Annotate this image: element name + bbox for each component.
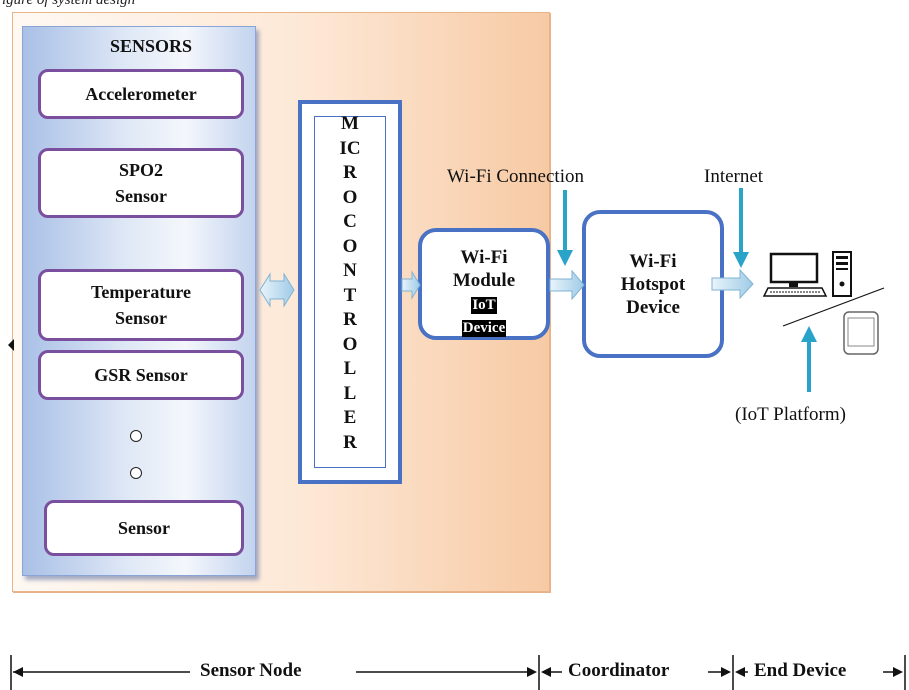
scale-sensor-node-label: Sensor Node — [196, 660, 306, 682]
sensor-label-line2: Sensor — [114, 308, 167, 328]
wifi-hotspot-box: Wi-Fi Hotspot Device — [582, 210, 724, 358]
iot-device-label: IoT Device — [422, 292, 546, 338]
iot-label-line2: Device — [461, 320, 507, 337]
scale-end-device-label: End Device — [752, 660, 849, 682]
wifi-module-line1: Wi-Fi — [460, 247, 508, 268]
hotspot-to-enddevice-arrow-icon — [711, 268, 754, 300]
hotspot-line1: Wi-Fi — [629, 251, 677, 272]
wifi-module-line2: Module — [452, 270, 516, 291]
hotspot-line3: Device — [626, 297, 680, 318]
sensor-label-line2: Sensor — [114, 186, 167, 206]
module-to-hotspot-arrow-icon — [549, 269, 585, 301]
smartphone-icon — [843, 311, 879, 355]
scale-bar — [10, 655, 906, 690]
sensor-box-accelerometer: Accelerometer — [38, 69, 244, 119]
scale-coordinator-label: Coordinator — [566, 660, 672, 682]
desktop-computer-icon — [762, 252, 828, 297]
ellipsis-dot — [130, 467, 142, 479]
hotspot-line2: Hotspot — [620, 274, 686, 295]
iot-platform-arrow-icon — [801, 326, 817, 392]
sensor-label: Sensor — [117, 518, 170, 538]
microcontroller-label: MICROCONTROLLER — [339, 113, 361, 453]
sensor-label: GSR Sensor — [94, 365, 188, 385]
sensor-box-generic: Sensor — [44, 500, 244, 556]
tower-pc-icon — [832, 251, 852, 297]
left-marker-icon — [8, 339, 14, 351]
iot-label-line1: IoT — [471, 297, 497, 314]
end-device-divider — [782, 287, 885, 327]
internet-arrow-icon — [733, 188, 749, 268]
mcu-to-module-arrow-icon — [401, 270, 421, 300]
microcontroller-inner-border — [314, 116, 386, 468]
microcontroller-box: MICROCONTROLLER — [298, 100, 402, 484]
sensor-box-gsr: GSR Sensor — [38, 350, 244, 400]
sensor-box-temperature: Temperature Sensor — [38, 269, 244, 341]
sensors-title: SENSORS — [109, 36, 193, 56]
wifi-connection-label: Wi-Fi Connection — [447, 166, 584, 187]
sensor-label: Temperature — [91, 282, 191, 302]
sensor-label: SPO2 — [118, 160, 163, 180]
ellipsis-dot — [130, 430, 142, 442]
internet-label: Internet — [704, 166, 764, 187]
sensor-box-spo2: SPO2 Sensor — [38, 148, 244, 218]
wifi-connection-arrow-icon — [557, 190, 573, 266]
iot-platform-label: (IoT Platform) — [735, 404, 846, 425]
bidirectional-arrow-icon — [259, 272, 295, 308]
sensor-label: Accelerometer — [85, 84, 197, 104]
wifi-module-box: Wi-Fi Module IoT Device — [418, 228, 550, 340]
figure-caption: igure of system design — [2, 0, 136, 8]
